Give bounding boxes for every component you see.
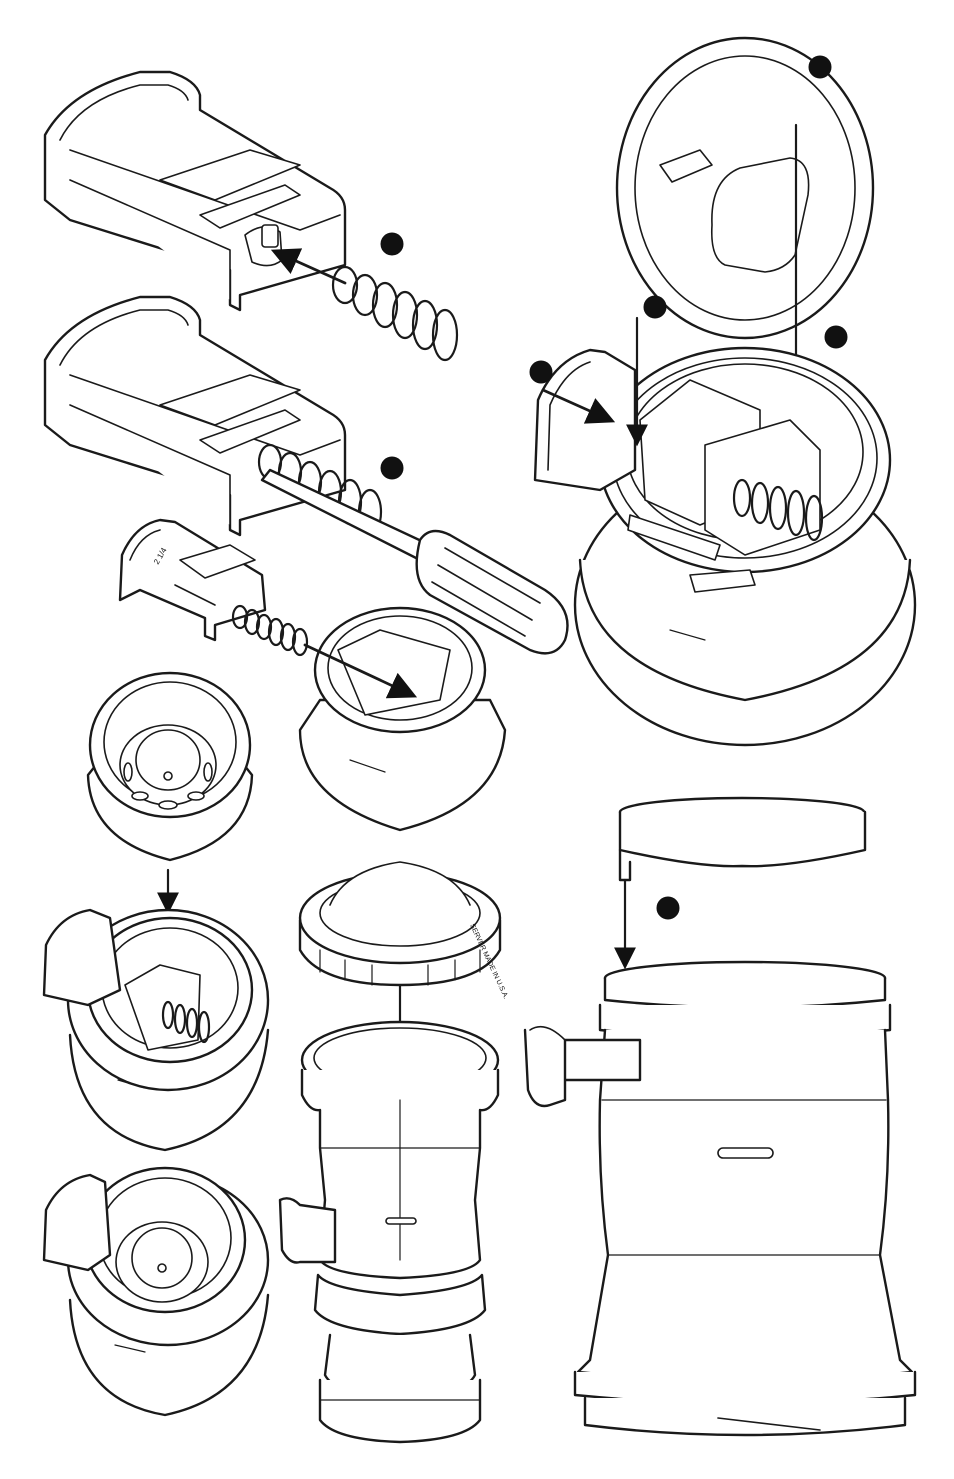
lid-disc (617, 38, 873, 338)
bowl-small (300, 608, 505, 830)
step-bullet-4 (809, 56, 831, 78)
bowl-with-cartridge (44, 910, 268, 1150)
insert-ring-top (88, 673, 252, 860)
bowl-with-ring (44, 1168, 268, 1415)
step-bullet-5 (530, 361, 552, 383)
step-bullet-2 (381, 457, 403, 479)
sleeve-ring (620, 798, 865, 880)
small-cartridge: 2 1/4 (120, 520, 265, 640)
cap: SERVER MADE IN U.S.A. (300, 862, 509, 1000)
tall-jar (525, 962, 915, 1435)
step-bullet-7 (825, 326, 847, 348)
cartridge-housing-1 (45, 72, 345, 310)
step-bullet-1 (381, 233, 403, 255)
bottle (280, 1022, 498, 1442)
step-bullet-6 (644, 296, 666, 318)
spring-1 (333, 267, 457, 360)
step-bullet-3 (657, 897, 679, 919)
